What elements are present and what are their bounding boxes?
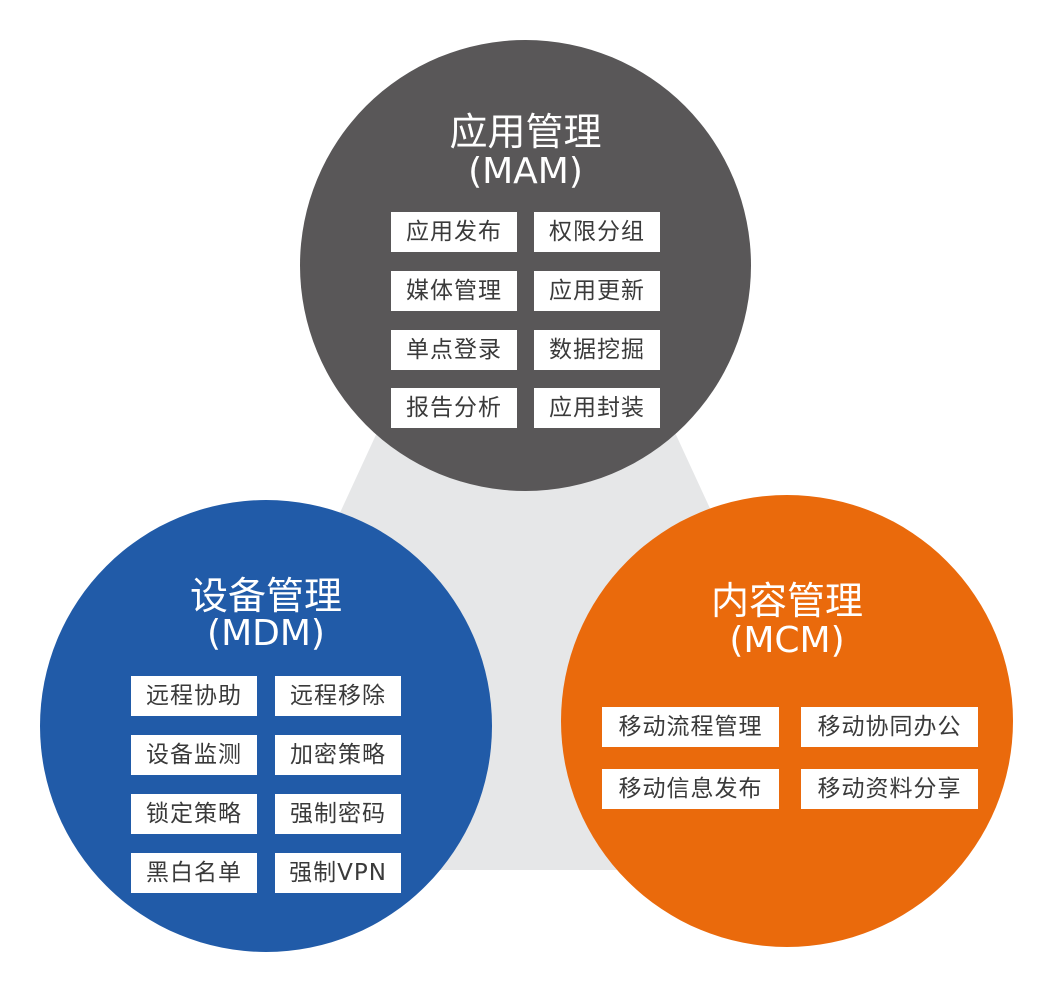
mcm-circle: 内容管理 (MCM) 移动流程管理 移动协同办公 移动信息发布 移动资料分享 bbox=[561, 495, 1013, 947]
mam-item-app-update: 应用更新 bbox=[534, 271, 660, 311]
mdm-item-encryption-policy: 加密策略 bbox=[275, 735, 401, 775]
mcm-item-mobile-collab: 移动协同办公 bbox=[801, 707, 978, 747]
mdm-circle: 设备管理 (MDM) 远程协助 远程移除 设备监测 加密策略 锁定策略 强制密码… bbox=[40, 500, 492, 952]
mam-circle: 应用管理 (MAM) 应用发布 权限分组 媒体管理 应用更新 单点登录 数据挖掘… bbox=[300, 40, 751, 491]
mdm-item-force-password: 强制密码 bbox=[275, 794, 401, 834]
mdm-item-remote-assist: 远程协助 bbox=[131, 676, 257, 716]
mdm-item-device-monitor: 设备监测 bbox=[131, 735, 257, 775]
mdm-item-lock-policy: 锁定策略 bbox=[131, 794, 257, 834]
mam-item-report-analysis: 报告分析 bbox=[391, 388, 517, 428]
mdm-title: 设备管理 bbox=[189, 574, 342, 618]
mdm-item-black-white-list: 黑白名单 bbox=[131, 853, 257, 893]
mdm-item-force-vpn: 强制VPN bbox=[275, 853, 401, 893]
mam-item-media-manage: 媒体管理 bbox=[391, 271, 517, 311]
mdm-subtitle: (MDM) bbox=[207, 613, 325, 654]
mam-item-sso: 单点登录 bbox=[391, 330, 517, 370]
mam-item-permission-group: 权限分组 bbox=[534, 212, 660, 252]
mcm-item-mobile-info-publish: 移动信息发布 bbox=[602, 769, 779, 809]
mam-title: 应用管理 bbox=[449, 110, 602, 154]
mam-item-app-publish: 应用发布 bbox=[391, 212, 517, 252]
mam-item-data-mining: 数据挖掘 bbox=[534, 330, 660, 370]
mcm-item-mobile-workflow: 移动流程管理 bbox=[602, 707, 779, 747]
mam-subtitle: (MAM) bbox=[468, 151, 583, 192]
mcm-subtitle: (MCM) bbox=[729, 620, 845, 661]
mcm-item-mobile-doc-share: 移动资料分享 bbox=[801, 769, 978, 809]
mam-item-app-wrapping: 应用封装 bbox=[534, 388, 660, 428]
mcm-title: 内容管理 bbox=[710, 579, 863, 623]
mdm-item-remote-wipe: 远程移除 bbox=[275, 676, 401, 716]
